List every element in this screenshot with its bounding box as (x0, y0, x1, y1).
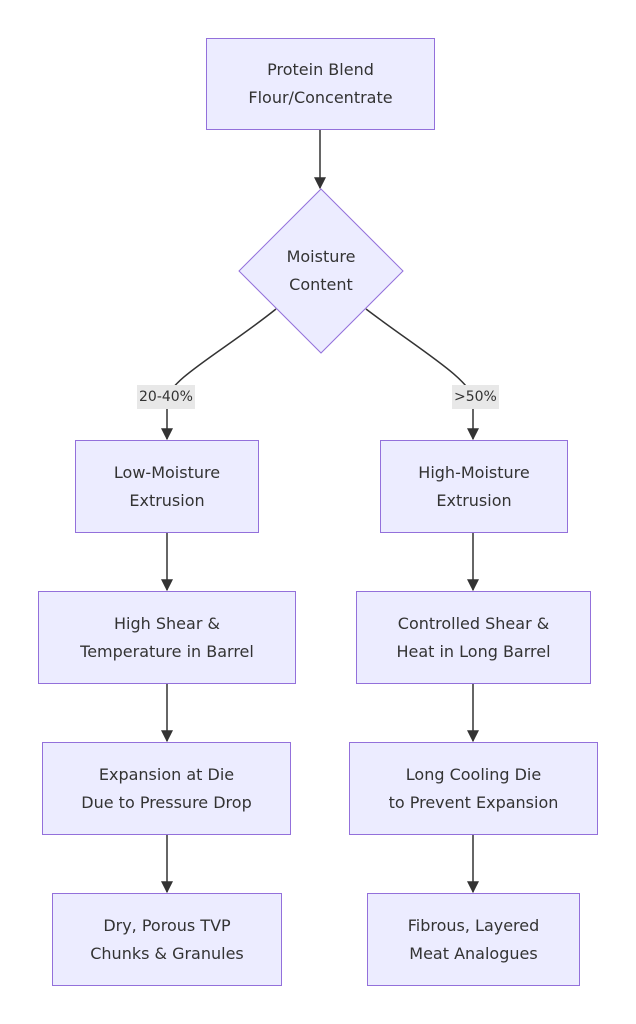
node-left-1-line1: Low-Moisture (113, 462, 221, 482)
branch-label-right: >50% (452, 385, 499, 409)
decision-line2: Content (289, 275, 353, 294)
node-long-cooling-die: Long Cooling Die to Prevent Expansion (349, 742, 598, 835)
node-right-2-line2: Heat in Long Barrel (396, 641, 551, 661)
node-low-moisture-extrusion: Low-Moisture Extrusion (75, 440, 259, 533)
node-left-4-line1: Dry, Porous TVP (103, 915, 231, 935)
node-controlled-shear-heat: Controlled Shear & Heat in Long Barrel (356, 591, 591, 684)
decision-line1: Moisture (286, 247, 356, 266)
node-left-3-line1: Expansion at Die (98, 764, 235, 784)
node-right-1-line2: Extrusion (436, 490, 512, 510)
node-left-2-line2: Temperature in Barrel (80, 641, 254, 661)
node-left-4-line2: Chunks & Granules (90, 943, 244, 963)
decision-diamond-shape (238, 188, 404, 354)
node-dry-porous-tvp: Dry, Porous TVP Chunks & Granules (52, 893, 282, 986)
node-right-4-line2: Meat Analogues (409, 943, 538, 963)
node-high-shear-temperature: High Shear & Temperature in Barrel (38, 591, 296, 684)
decision-moisture-content: Moisture Content (239, 189, 403, 353)
node-right-3-line2: to Prevent Expansion (388, 792, 559, 812)
node-protein-blend: Protein Blend Flour/Concentrate (206, 38, 435, 130)
node-right-3-line1: Long Cooling Die (405, 764, 542, 784)
node-protein-blend-line1: Protein Blend (267, 60, 374, 79)
node-left-1-line2: Extrusion (129, 490, 205, 510)
branch-label-left: 20-40% (137, 385, 195, 409)
node-right-2-line1: Controlled Shear & (397, 613, 550, 633)
node-left-3-line2: Due to Pressure Drop (81, 792, 252, 812)
node-expansion-at-die: Expansion at Die Due to Pressure Drop (42, 742, 291, 835)
node-right-1-line1: High-Moisture (418, 462, 530, 482)
node-right-4-line1: Fibrous, Layered (407, 915, 540, 935)
node-fibrous-layered: Fibrous, Layered Meat Analogues (367, 893, 580, 986)
node-left-2-line1: High Shear & (114, 613, 220, 633)
node-high-moisture-extrusion: High-Moisture Extrusion (380, 440, 568, 533)
node-protein-blend-line2: Flour/Concentrate (248, 88, 393, 107)
